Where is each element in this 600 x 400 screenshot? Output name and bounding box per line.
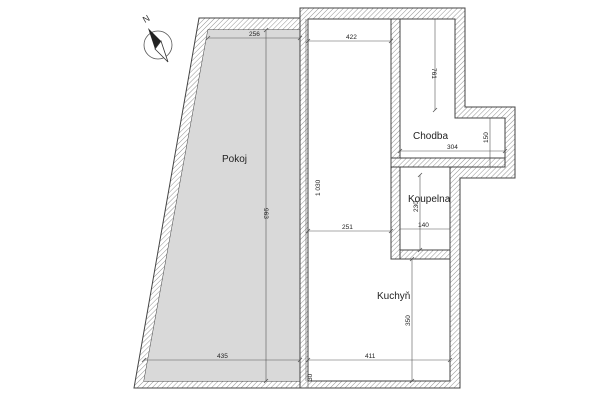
room-label-pokoj: Pokoj bbox=[222, 154, 247, 165]
room-label-koupelna: Koupelna bbox=[408, 194, 451, 205]
dim-pokoj-height: 963 bbox=[262, 208, 269, 219]
room-pokoj-walls bbox=[133, 17, 306, 389]
dim-middle-height: 1 030 bbox=[315, 179, 322, 196]
dim-chodba-height: 761 bbox=[430, 68, 437, 79]
north-label: N bbox=[141, 13, 152, 25]
right-block-walls bbox=[299, 7, 516, 389]
dim-door-width: 30 bbox=[307, 373, 314, 381]
dim-koupelna-width: 140 bbox=[418, 222, 429, 229]
dim-chodba-ext-height: 150 bbox=[483, 132, 490, 143]
room-label-chodba: Chodba bbox=[413, 131, 448, 142]
dim-kuchyn-bottom: 411 bbox=[365, 353, 376, 360]
dim-kuchyn-height: 350 bbox=[405, 315, 412, 326]
room-pokoj-floor bbox=[144, 30, 300, 381]
dim-middle-width: 251 bbox=[342, 224, 353, 231]
dim-chodba-bottom: 304 bbox=[447, 144, 458, 151]
dim-koupelna-height: 230 bbox=[413, 201, 420, 212]
room-labels: Pokoj Chodba Koupelna Kuchyň bbox=[222, 131, 451, 302]
dimension-lines bbox=[141, 19, 508, 388]
room-label-kuchyn: Kuchyň bbox=[377, 291, 410, 302]
dimension-labels: 256 422 761 963 1 030 304 150 230 140 25… bbox=[217, 31, 490, 381]
north-arrow-icon: N bbox=[141, 13, 173, 63]
dim-pokoj-bottom: 435 bbox=[217, 353, 228, 360]
dim-top-right: 422 bbox=[346, 34, 357, 41]
dim-pokoj-top: 256 bbox=[249, 31, 260, 38]
